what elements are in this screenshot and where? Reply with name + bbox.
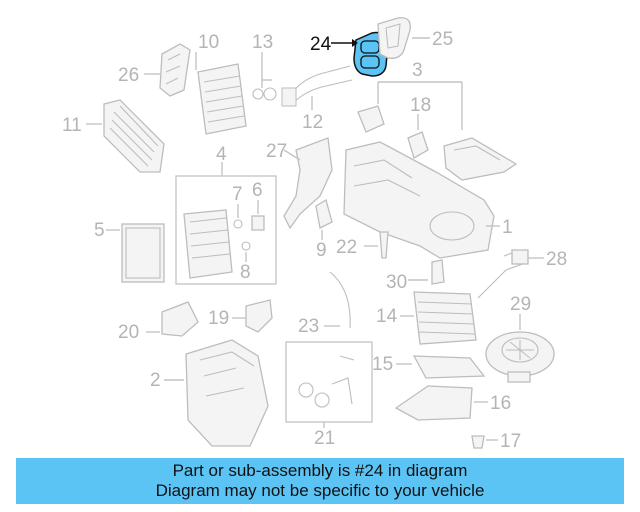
part-14-evaporator [413,291,477,345]
callout-18: 18 [410,95,431,116]
part-10 [197,63,247,135]
callout-26: 26 [118,65,139,86]
exploded-parts-diagram: 24 25 10 13 26 11 12 3 [62,17,567,452]
part-2-housing [185,339,269,447]
part-4-filter-housing [183,209,233,279]
callout-7: 7 [232,184,243,205]
callout-5: 5 [94,220,105,241]
callout-6: 6 [252,180,263,201]
callout-27: 27 [266,141,287,162]
part-11-heater-core [103,99,165,173]
banner-line-1: Part or sub-assembly is #24 in diagram [172,461,468,480]
callout-20: 20 [118,322,139,343]
part-28-rod [477,249,529,299]
callout-30: 30 [386,272,407,293]
part-25-seal [377,17,411,59]
callout-2: 2 [150,370,161,391]
part-3-actuator [357,105,385,133]
part-21-group-box [285,341,373,423]
callout-9: 9 [316,240,327,261]
info-banner: Part or sub-assembly is #24 in diagram D… [16,458,624,504]
callout-21: 21 [314,428,335,449]
part-27-frame [283,137,333,230]
part-12-lines [281,65,353,107]
callout-25: 25 [432,29,453,50]
part-29-blower [485,331,555,383]
callout-8: 8 [240,262,251,283]
callout-16: 16 [490,393,511,414]
callout-24: 24 [310,34,332,55]
callout-4: 4 [216,144,227,165]
callout-29: 29 [510,294,531,315]
callout-13: 13 [252,32,273,53]
banner-line-2: Diagram may not be specific to your vehi… [155,481,485,500]
callout-1: 1 [502,217,513,238]
callout-17: 17 [500,431,521,452]
callout-15: 15 [372,354,393,375]
part-26-bracket [159,43,191,97]
callout-28: 28 [546,249,567,270]
callout-11: 11 [62,115,82,136]
part-5-filter [121,223,165,283]
callout-3: 3 [412,60,423,81]
callout-14: 14 [376,306,398,327]
callout-22: 22 [336,237,357,258]
callout-10: 10 [198,32,219,53]
callout-12: 12 [302,112,323,133]
part-1-housing [343,137,518,259]
callout-19: 19 [208,308,229,329]
part-4-group-box [175,175,277,285]
callout-23: 23 [298,316,319,337]
